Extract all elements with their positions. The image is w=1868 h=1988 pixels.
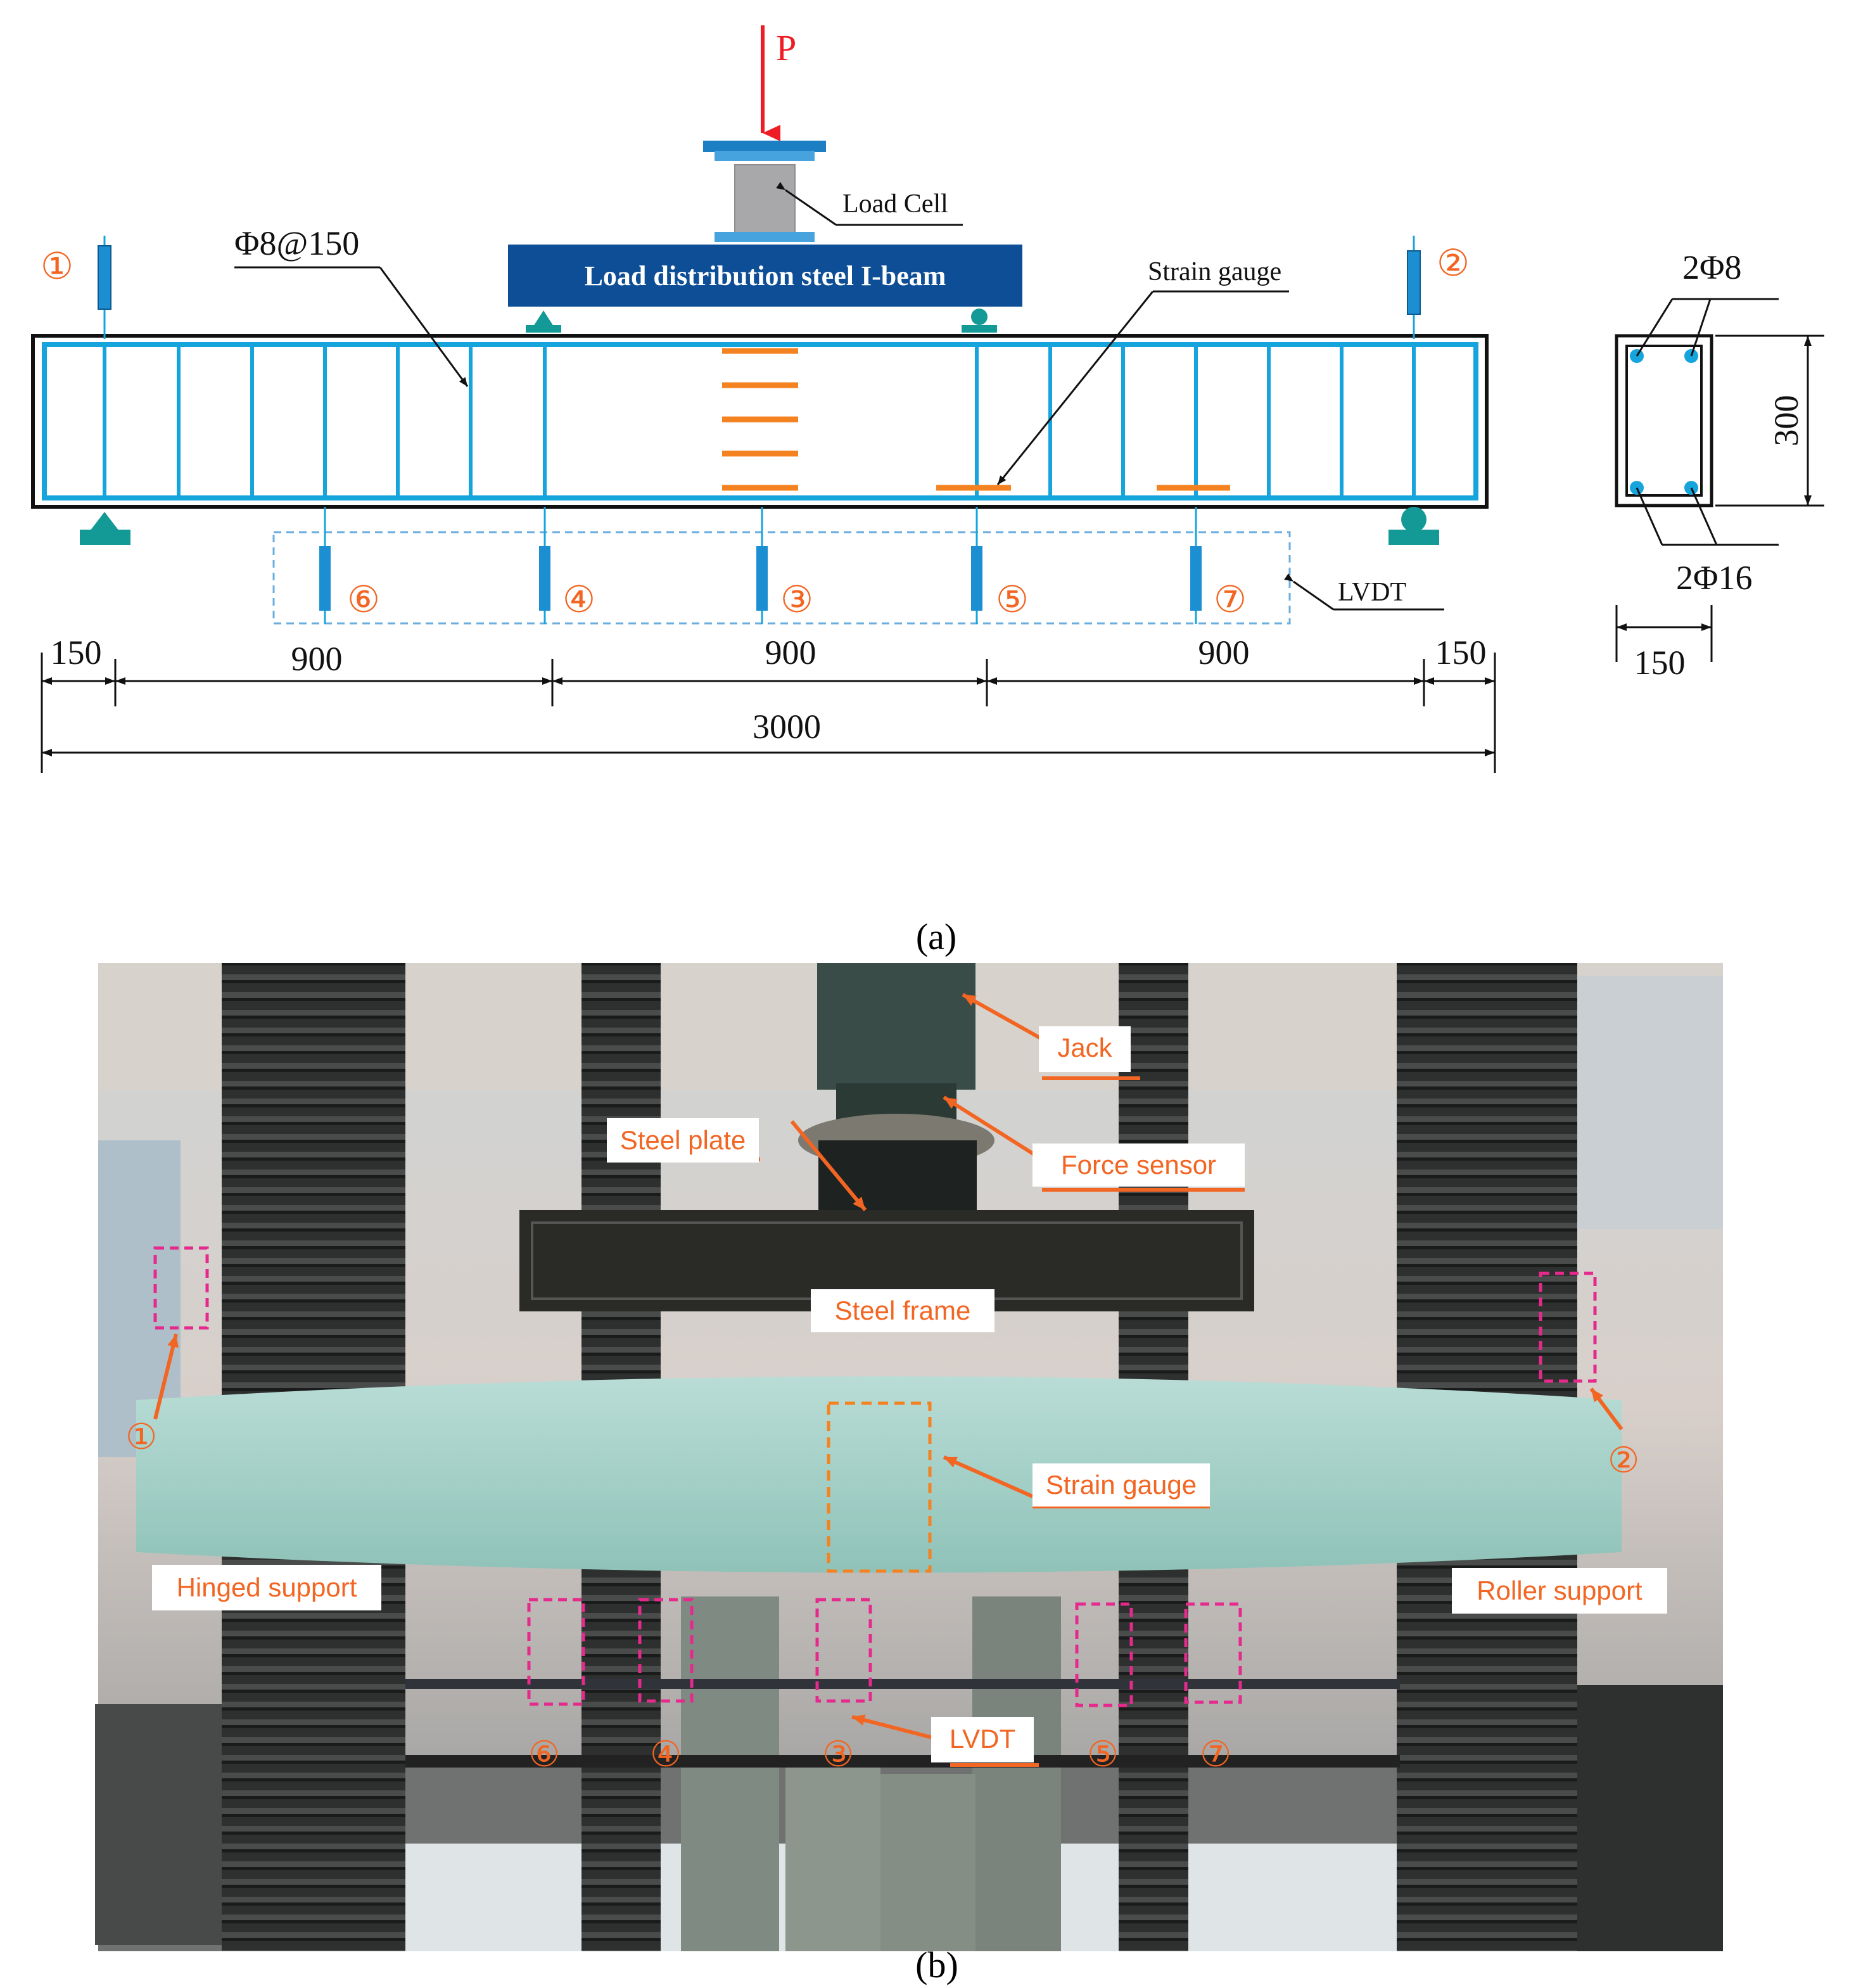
top-gauge-2 [1407,236,1421,339]
beam-schematic: P Load Cell Load distribution steel I-be… [31,25,1824,773]
dim-end-right: 150 [1435,634,1487,672]
concrete-beam [136,1376,1622,1573]
label-steel-frame: Steel frame [834,1296,971,1325]
load-distribution-ibeam [508,245,1022,307]
label-roller-support: Roller support [1477,1576,1642,1605]
stirrups [103,345,1416,498]
section-width: 150 [1634,644,1686,682]
jack [817,963,975,1090]
rebar-cage [42,342,1478,500]
lvdt-number-5: ⑤ [996,579,1029,620]
strain-gauge-area-box [827,1401,932,1573]
lvdt-box-6 [527,1598,585,1706]
dim-end-left: 150 [51,634,102,672]
section-bottom-bars: 2Φ16 [1676,559,1752,597]
label-strain-gauge: Strain gauge [1045,1470,1197,1500]
strain-gauge-label: Strain gauge [1148,257,1281,286]
lvdt-label: LVDT [1338,578,1406,607]
top-gauge-1 [98,236,111,339]
lvdt-dashed-box [272,531,1291,625]
photo-marker-2: ② [1608,1440,1640,1480]
section-top-bars: 2Φ8 [1682,248,1741,286]
strain-gauges [722,348,1230,491]
lvdt-box-3 [815,1598,872,1703]
cross-section [1615,298,1824,662]
lvdt-sensors [319,507,1202,624]
roller-support-icon [1388,507,1439,545]
dim-span-2: 900 [765,634,816,672]
dimension-lines [41,653,1496,773]
photo-marker-4: ④ [650,1734,682,1774]
gauge-box-1 [153,1246,209,1330]
load-label: P [776,27,796,68]
lvdt-number-4: ④ [562,579,595,620]
lvdt-box-4 [638,1598,694,1703]
label-steel-plate: Steel plate [619,1125,746,1155]
label-lvdt: LVDT [949,1724,1016,1754]
dim-total: 3000 [753,708,821,746]
test-setup-photo [95,963,1723,1951]
ibeam-label: Load distribution steel I-beam [585,260,946,291]
label-hinged-support: Hinged support [176,1572,357,1602]
photo-marker-5: ⑤ [1087,1734,1119,1774]
hinge-support-icon [80,512,130,545]
caption-a: (a) [915,916,957,957]
top-gauge-number-1: ① [41,246,73,287]
dim-span-3: 900 [1198,634,1250,672]
lvdt-number-6: ⑥ [347,579,380,620]
lvdt-number-3: ③ [780,579,813,620]
section-height: 300 [1767,395,1805,447]
load-cell-label: Load Cell [842,189,948,219]
photo-marker-3: ③ [822,1734,855,1774]
lvdt-box-5 [1075,1602,1133,1707]
caption-b: (b) [915,1944,958,1985]
lvdt-number-7: ⑦ [1214,579,1247,620]
label-force-sensor: Force sensor [1060,1150,1217,1180]
ibeam-roller-support-icon [962,309,997,333]
concrete-beam-outline [31,334,1489,509]
label-jack: Jack [1057,1033,1112,1062]
stirrup-label: Φ8@150 [234,224,359,262]
lvdt-box-7 [1184,1602,1242,1704]
dim-span-1: 900 [291,640,343,678]
photo-marker-7: ⑦ [1200,1734,1232,1774]
ibeam-hinge-support-icon [526,310,561,333]
gauge-box-2 [1539,1271,1597,1383]
load-cell [703,141,826,242]
photo-marker-6: ⑥ [528,1734,561,1774]
photo-marker-1: ① [125,1417,158,1456]
top-gauge-number-2: ② [1437,243,1470,284]
